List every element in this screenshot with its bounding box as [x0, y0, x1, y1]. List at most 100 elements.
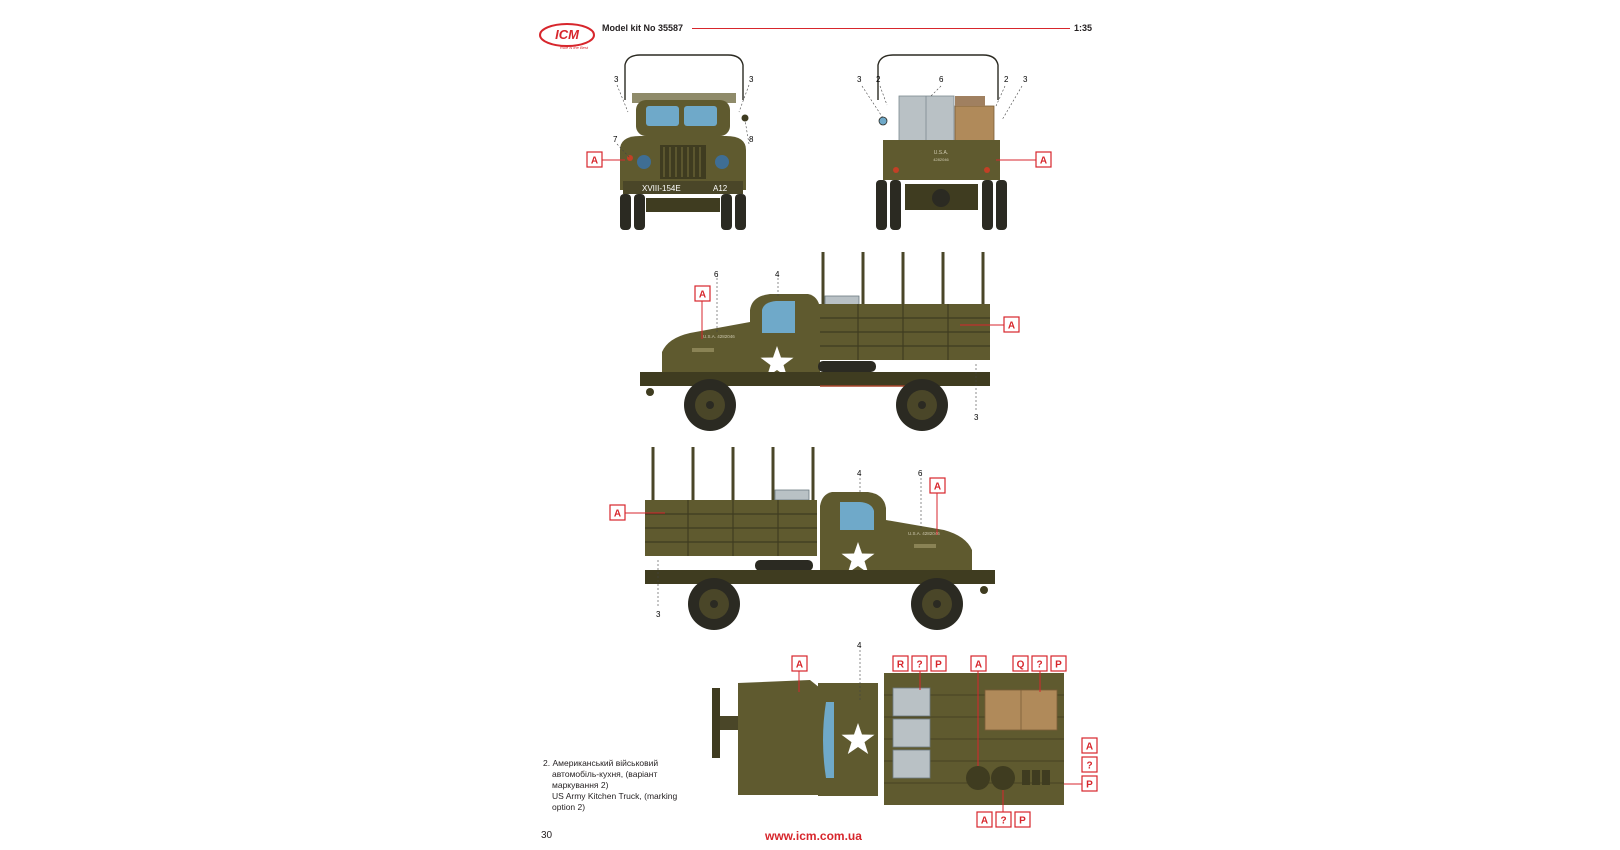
front-tire	[735, 194, 746, 230]
front-windshield-right	[684, 106, 717, 126]
icm-logo: ICM Rule is the Best	[538, 20, 596, 50]
right-side-marker-label: A	[934, 482, 941, 493]
rear-tire	[876, 180, 887, 230]
marking-caption: 2. Американський військовий автомобіль-к…	[543, 758, 713, 813]
rear-taillight-right	[984, 167, 990, 173]
right-side-callout-number: 3	[656, 610, 661, 619]
top-hood	[738, 680, 820, 795]
left-side-winch	[646, 388, 654, 396]
top-marker-box	[930, 655, 947, 672]
left-side-view: U.S.A. 4282046 6 4 3 A A	[640, 252, 1020, 431]
front-headlight-left	[637, 155, 651, 169]
top-marker-box	[911, 655, 928, 672]
top-marker-box	[995, 811, 1012, 828]
rear-crate-tan	[954, 105, 995, 142]
rear-tire	[982, 180, 993, 230]
top-marker-label: ?	[916, 660, 922, 671]
rear-marker-box	[1035, 151, 1052, 168]
top-marker-box	[1014, 811, 1031, 828]
right-side-hood-plate	[914, 544, 936, 548]
top-marker-label: ?	[1086, 761, 1092, 772]
kit-number: Model kit No 35587	[602, 23, 684, 33]
top-marker-label: R	[897, 660, 905, 671]
top-jerrycan	[1032, 770, 1040, 785]
rear-callout-number: 2	[1004, 75, 1009, 84]
top-marker-label: ?	[1000, 816, 1006, 827]
caption-line-ua: 2. Американський військовий	[543, 758, 659, 768]
top-bumper	[712, 688, 720, 758]
left-side-front-wheel	[684, 379, 736, 431]
left-side-hood	[662, 322, 750, 372]
caption-line-ua: автомобіль-кухня, (варіант	[552, 769, 658, 779]
front-marker-box	[586, 151, 603, 168]
logo-text: ICM	[555, 27, 580, 42]
rear-marker-label: A	[1040, 156, 1047, 167]
front-windshield-left	[646, 106, 679, 126]
rear-mirror	[878, 116, 888, 126]
website-link[interactable]: www.icm.com.ua	[765, 829, 862, 843]
rear-view: U.S.A. 4282046 3 2 6 2 3 A	[857, 54, 1052, 230]
top-marker-box	[970, 655, 987, 672]
top-marker-label: A	[975, 660, 982, 671]
front-plate-right: A12	[713, 184, 728, 193]
header-rule	[692, 28, 1070, 29]
right-side-marker-label: A	[614, 509, 621, 520]
rear-canvas-bow	[877, 54, 999, 100]
right-side-hood-stencil: U.S.A. 4282046	[908, 531, 940, 536]
top-marker-label: P	[1019, 816, 1026, 827]
right-side-marker-box	[929, 477, 946, 494]
top-marker-box	[976, 811, 993, 828]
top-marker-label: A	[796, 660, 803, 671]
right-side-callout-number: 6	[918, 469, 923, 478]
right-side-view: U.S.A. 4282046 4 6 3 A A	[609, 447, 995, 630]
top-marker-box	[1031, 655, 1048, 672]
rear-tire	[890, 180, 901, 230]
right-side-callout-number: 4	[857, 469, 862, 478]
scale-label: 1:35	[1074, 23, 1093, 33]
left-side-chassis	[640, 372, 990, 386]
top-marker-label: P	[1055, 660, 1062, 671]
top-marker-label: P	[1086, 780, 1093, 791]
top-view: 4 A R ? P A Q ? P A ? P A	[712, 641, 1098, 828]
rear-diff-housing	[932, 189, 950, 207]
front-view: XVIII-154E A12 3 3 7 8 A	[586, 54, 754, 230]
left-side-hood-plate	[692, 348, 714, 352]
rear-callout-number: 2	[876, 75, 881, 84]
top-marker-label: A	[981, 816, 988, 827]
caption-line-en: option 2)	[552, 802, 586, 812]
top-marker-box	[1081, 775, 1098, 792]
left-side-window	[762, 301, 795, 333]
rear-tailgate	[883, 140, 1000, 180]
rear-callout-number: 3	[1023, 75, 1028, 84]
front-axle	[646, 198, 720, 212]
top-marker-label: A	[1086, 742, 1093, 753]
top-cabinet	[892, 687, 931, 717]
left-side-callout-number: 3	[974, 413, 979, 422]
right-side-winch	[980, 586, 988, 594]
rear-callout-number: 6	[939, 75, 944, 84]
left-side-spare	[818, 361, 876, 372]
front-callout-number: 3	[614, 75, 619, 84]
left-side-marker-label: A	[1008, 321, 1015, 332]
top-marker-box	[1050, 655, 1067, 672]
front-grille	[660, 145, 706, 179]
top-windshield	[823, 702, 834, 778]
front-canvas-bow	[624, 54, 744, 100]
front-cargo-top	[632, 93, 736, 103]
rear-tire	[996, 180, 1007, 230]
top-marker-box	[1081, 756, 1098, 773]
top-marker-box	[1081, 737, 1098, 754]
top-marker-box	[892, 655, 909, 672]
front-marker-label: A	[591, 156, 598, 167]
rear-usa-stencil: U.S.A.	[934, 150, 948, 156]
top-callout-number: 4	[857, 641, 862, 650]
rear-callout-number: 3	[857, 75, 862, 84]
front-headlight-right	[715, 155, 729, 169]
front-tire	[721, 194, 732, 230]
front-tire	[620, 194, 631, 230]
top-marker-box	[1012, 655, 1029, 672]
front-tire	[634, 194, 645, 230]
front-callout-number: 8	[749, 135, 754, 144]
front-mirror	[741, 114, 749, 122]
